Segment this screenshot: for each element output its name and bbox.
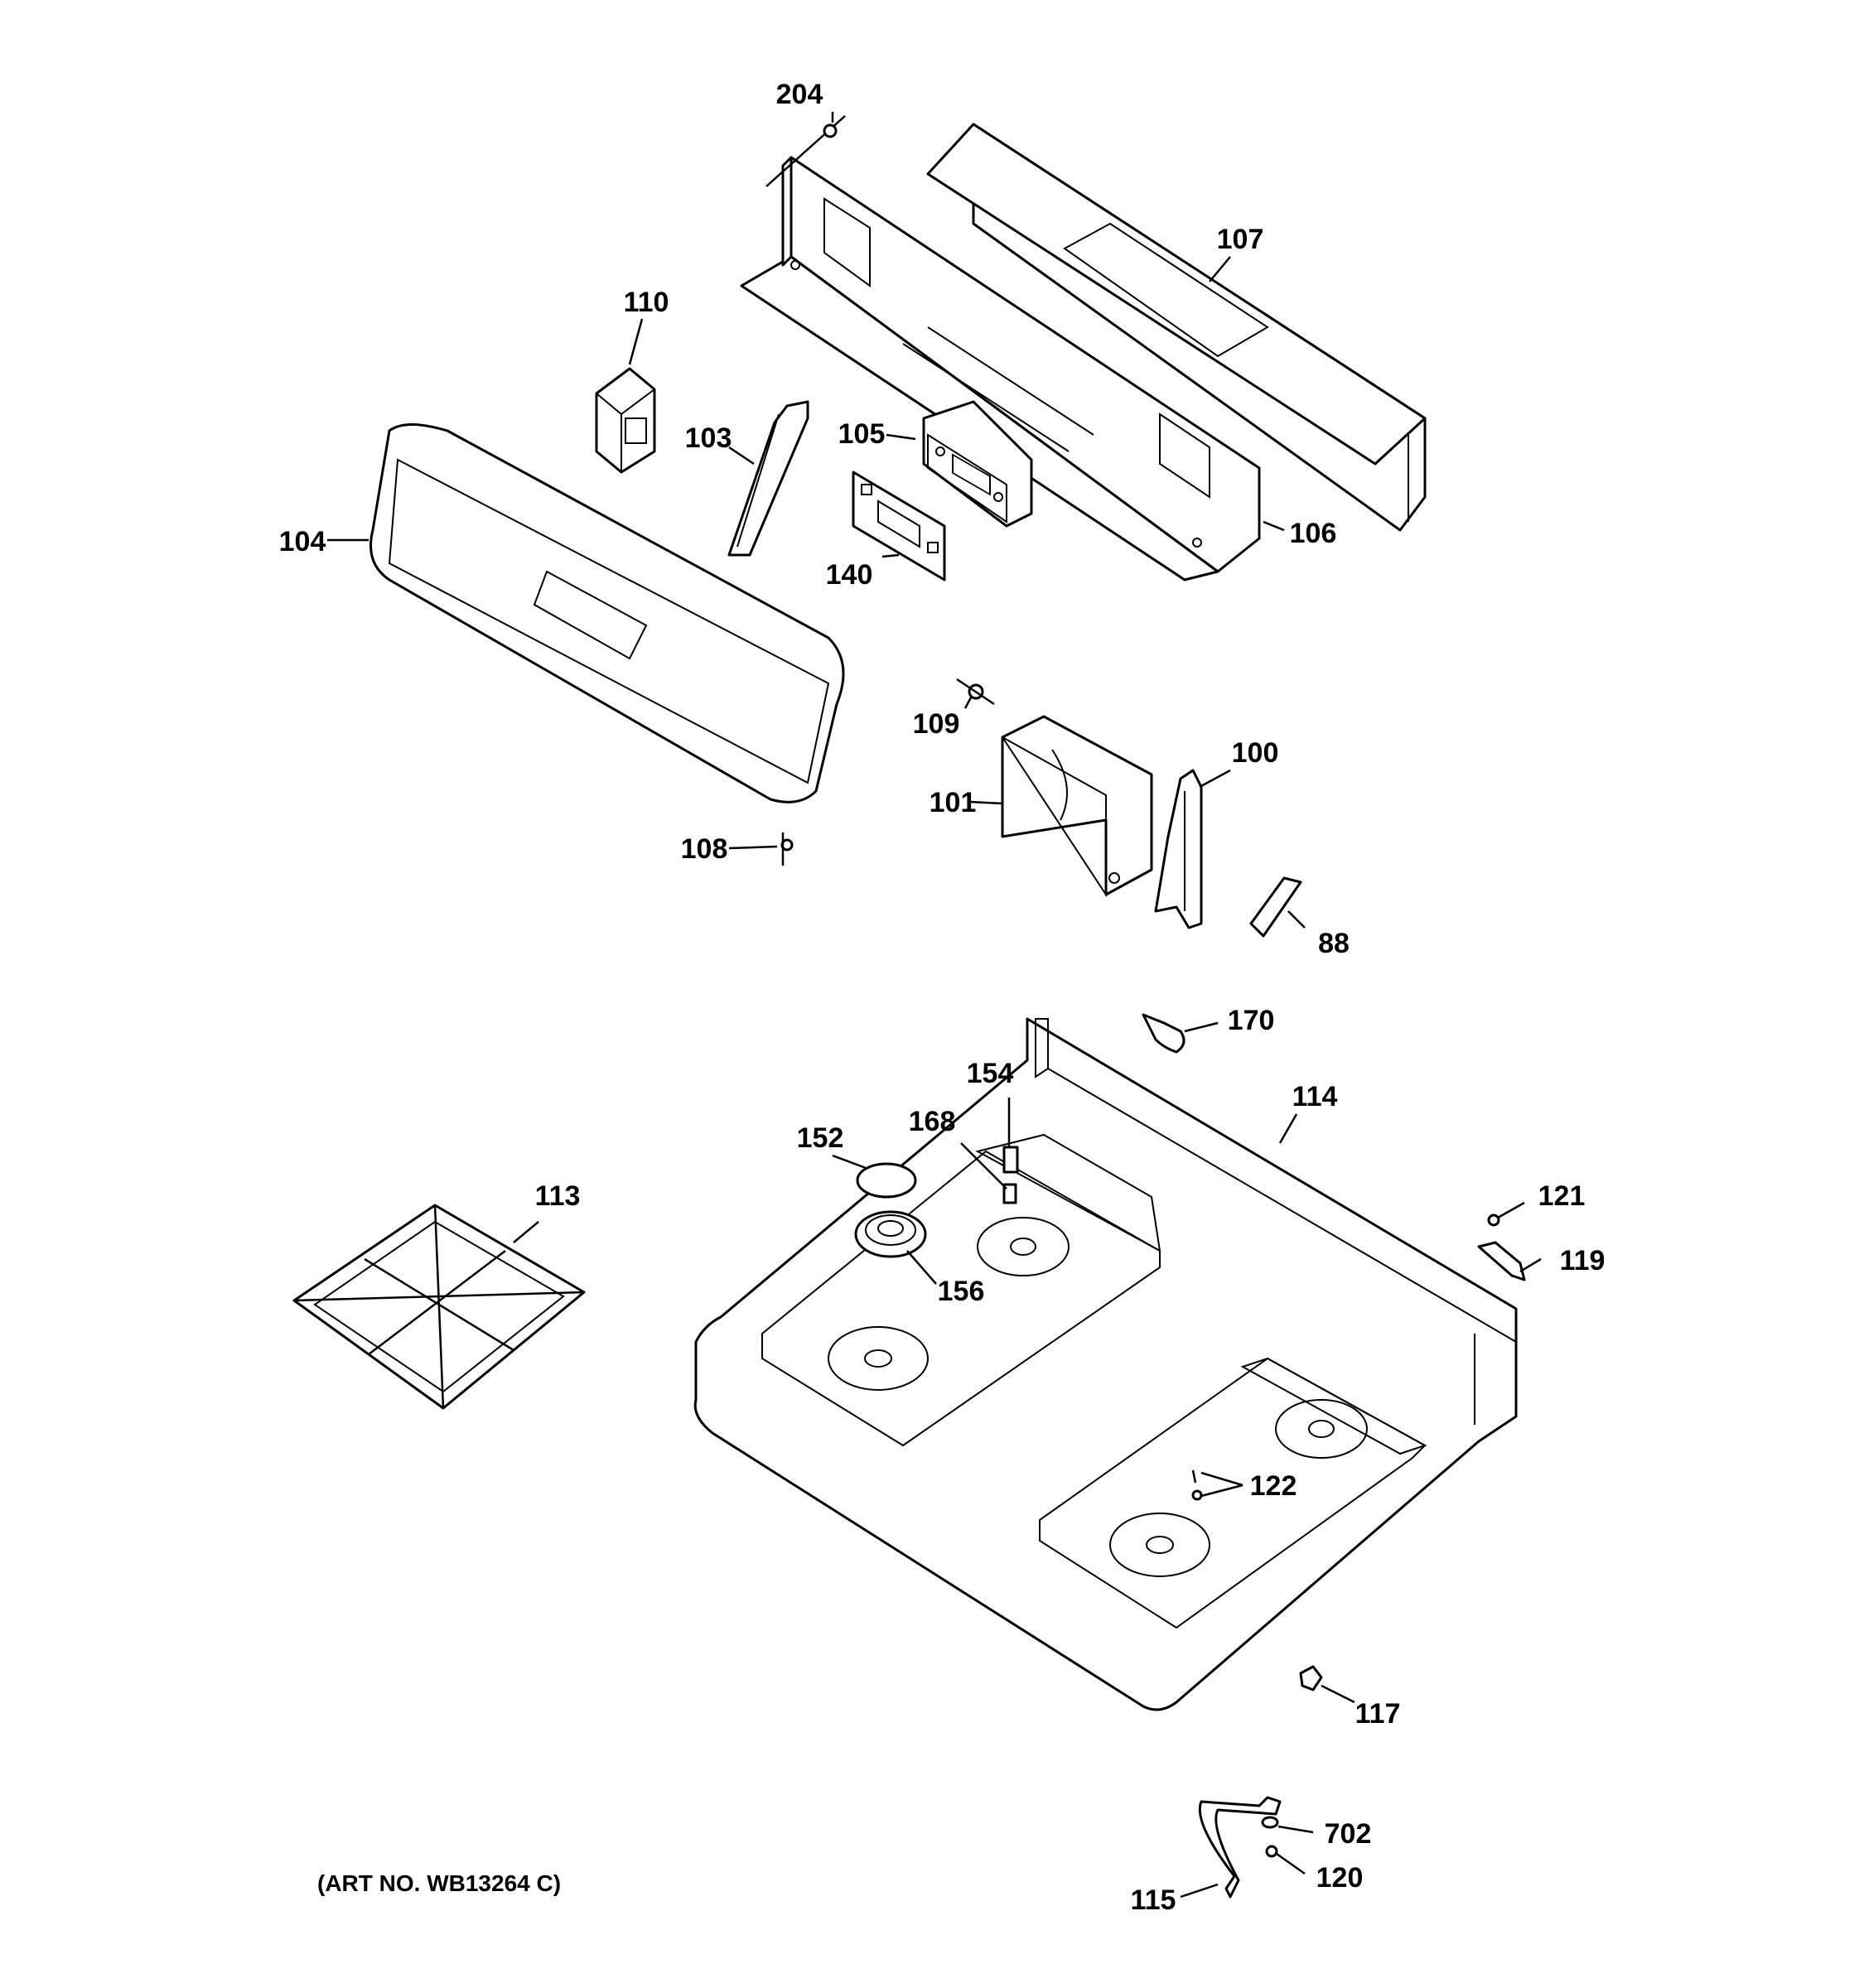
part-119-bracket (1477, 1241, 1526, 1281)
callout-168: 168 (909, 1106, 956, 1137)
callout-104: 104 (279, 526, 326, 557)
part-100-side-bracket (1154, 769, 1203, 929)
part-140-overlay (852, 470, 946, 581)
part-88-clip (1249, 876, 1302, 938)
part-117-nut (1299, 1665, 1323, 1691)
part-156-burner-head (854, 1210, 927, 1258)
callout-119: 119 (1560, 1245, 1606, 1276)
part-113-grate (292, 1204, 586, 1410)
callout-156: 156 (938, 1276, 985, 1307)
burner-seat-right-front (1109, 1513, 1210, 1577)
callout-154: 154 (967, 1058, 1014, 1089)
callout-113: 113 (535, 1180, 581, 1212)
art-number: (ART NO. WB13264 C) (317, 1870, 561, 1896)
callout-152: 152 (797, 1122, 844, 1154)
callout-121: 121 (1538, 1180, 1586, 1212)
callout-88: 88 (1318, 928, 1350, 959)
part-108-screw (780, 832, 794, 866)
callout-114: 114 (1292, 1081, 1338, 1112)
callout-106: 106 (1290, 518, 1337, 549)
callout-204: 204 (776, 79, 823, 110)
callout-101: 101 (930, 787, 977, 818)
callout-140: 140 (826, 559, 873, 591)
part-170-screw (1142, 1013, 1186, 1054)
part-154-orifice (1002, 1146, 1019, 1174)
part-120-screw (1265, 1845, 1278, 1858)
callout-105: 105 (838, 418, 886, 450)
callout-100: 100 (1232, 737, 1279, 769)
callout-115: 115 (1131, 1884, 1176, 1916)
callout-labels: 204 107 110 103 105 106 104 140 109 100 … (279, 79, 1606, 1916)
callout-108: 108 (681, 833, 728, 865)
callout-110: 110 (624, 287, 669, 318)
part-204-screw (765, 115, 846, 187)
leader-lines (327, 112, 1542, 1899)
callout-103: 103 (685, 422, 732, 454)
callout-107: 107 (1217, 224, 1264, 255)
part-168-spring (1002, 1183, 1017, 1204)
callout-702: 702 (1325, 1818, 1372, 1850)
part-103-bracket (727, 400, 809, 557)
callout-120: 120 (1316, 1862, 1364, 1894)
callout-122: 122 (1250, 1470, 1297, 1502)
part-152-burner-cap (856, 1162, 917, 1199)
part-110-spark-module (595, 367, 656, 474)
part-109-screw (956, 678, 995, 706)
part-115-rod (1198, 1796, 1282, 1899)
burner-seat-left-rear (977, 1217, 1070, 1276)
callout-109: 109 (913, 708, 960, 740)
part-121-screw (1487, 1214, 1500, 1227)
part-101-bracket (1001, 715, 1153, 898)
callout-170: 170 (1228, 1005, 1275, 1036)
part-702-washer (1261, 1816, 1279, 1829)
part-105-clock-control (922, 400, 1033, 528)
burner-seat-right-rear (1275, 1399, 1368, 1459)
callout-117: 117 (1355, 1698, 1401, 1730)
part-107-vent-trim (926, 123, 1427, 532)
part-104-control-panel (369, 423, 845, 803)
burner-seat-left-front (828, 1326, 929, 1391)
